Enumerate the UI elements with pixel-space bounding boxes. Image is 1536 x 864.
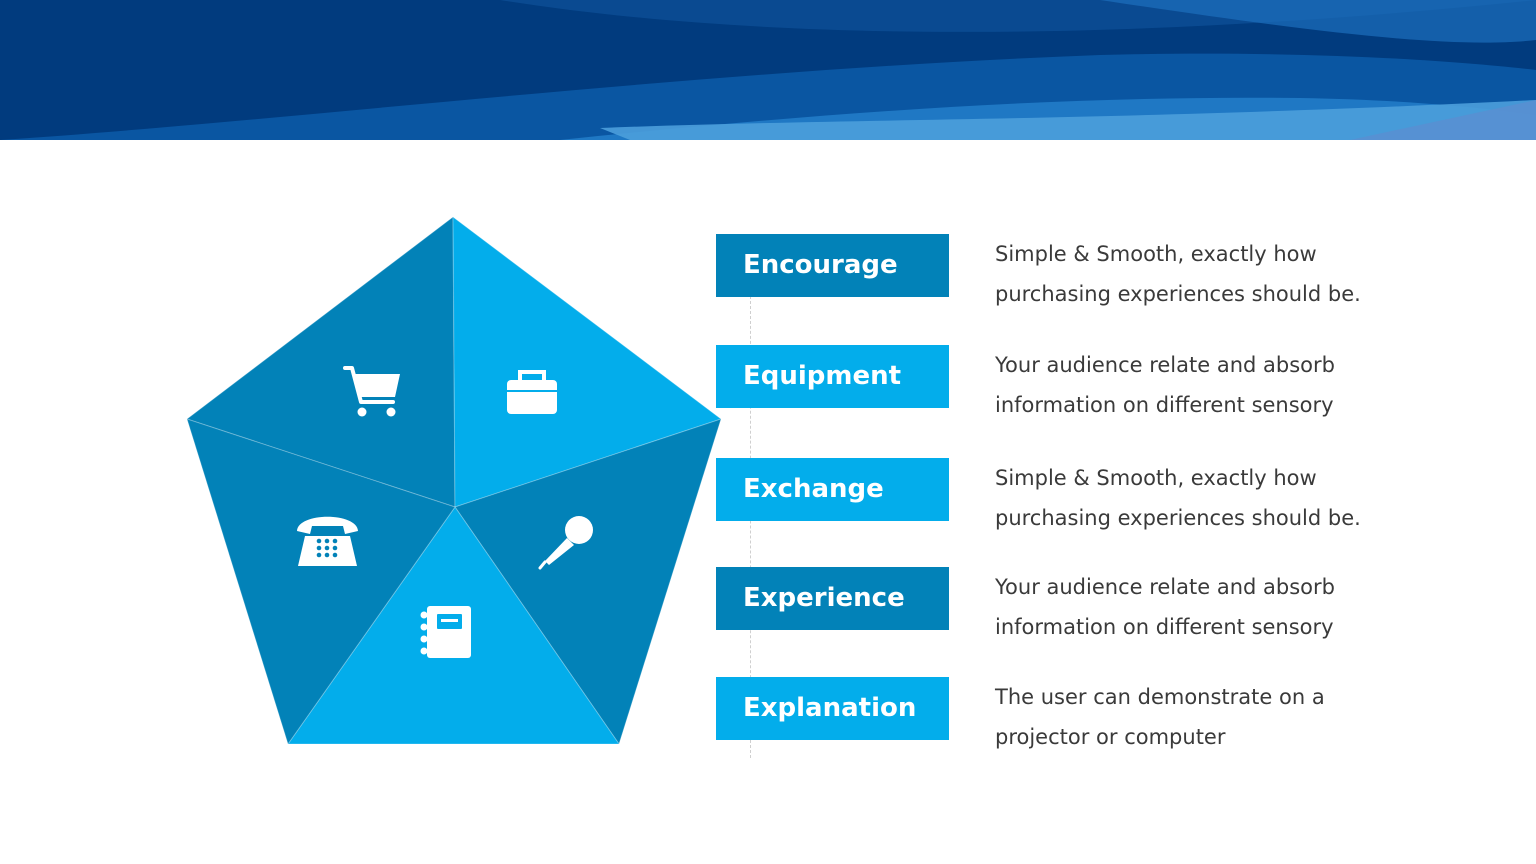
description-experience: Your audience relate and absorb informat… (995, 567, 1415, 647)
label-explanation: Explanation (716, 677, 949, 740)
description-line: Your audience relate and absorb (995, 575, 1335, 599)
description-line: The user can demonstrate on a (995, 685, 1325, 709)
telephone-icon (297, 516, 358, 566)
microphone-icon (538, 516, 593, 570)
label-encourage: Encourage (716, 234, 949, 297)
description-line: purchasing experiences should be. (995, 282, 1361, 306)
description-exchange: Simple & Smooth, exactly how purchasing … (995, 458, 1415, 538)
briefcase-icon (507, 370, 557, 414)
description-line: projector or computer (995, 725, 1226, 749)
description-line: Your audience relate and absorb (995, 353, 1335, 377)
description-line: purchasing experiences should be. (995, 506, 1361, 530)
dashed-connector-line (750, 296, 751, 758)
description-line: Simple & Smooth, exactly how (995, 466, 1317, 490)
shopping-cart-icon (343, 366, 400, 417)
description-line: information on different sensory (995, 615, 1334, 639)
notebook-icon (420, 606, 471, 658)
description-line: Simple & Smooth, exactly how (995, 242, 1317, 266)
description-explanation: The user can demonstrate on a projector … (995, 677, 1415, 757)
description-encourage: Simple & Smooth, exactly how purchasing … (995, 234, 1415, 314)
pentagon-diagram (185, 215, 723, 746)
description-line: information on different sensory (995, 393, 1334, 417)
pentagon-segment-bottom-left (186, 418, 456, 746)
label-experience: Experience (716, 567, 949, 630)
description-equipment: Your audience relate and absorb informat… (995, 345, 1415, 425)
header-wave-banner (0, 0, 1536, 140)
label-exchange: Exchange (716, 458, 949, 521)
label-equipment: Equipment (716, 345, 949, 408)
